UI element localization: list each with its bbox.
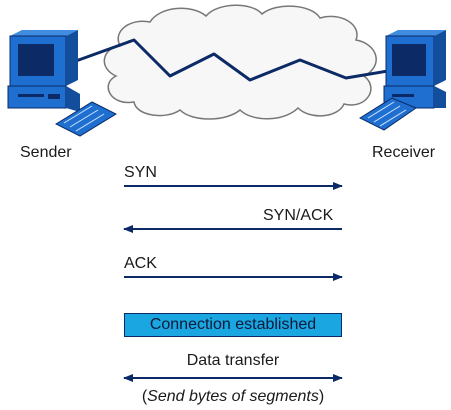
syn-ack-label: SYN/ACK [263, 207, 334, 224]
data-transfer-label: Data transfer [186, 352, 280, 369]
sender-computer-icon [7, 30, 118, 137]
sender-label: Sender [20, 144, 72, 161]
connection-status-text: Connection established [149, 316, 317, 333]
syn-label: SYN [124, 164, 157, 181]
network-link [61, 38, 395, 82]
note-close-paren: ) [318, 388, 325, 405]
note-text: Send bytes of segments [147, 388, 319, 405]
receiver-label: Receiver [372, 144, 436, 161]
connection-established-banner: Connection established [124, 313, 342, 337]
data-transfer-note: (Send bytes of segments) [100, 388, 366, 406]
ack-label: ACK [124, 255, 157, 272]
note-open-paren: ( [141, 388, 148, 405]
receiver-computer-icon [358, 30, 446, 131]
network-cloud [103, 4, 377, 120]
